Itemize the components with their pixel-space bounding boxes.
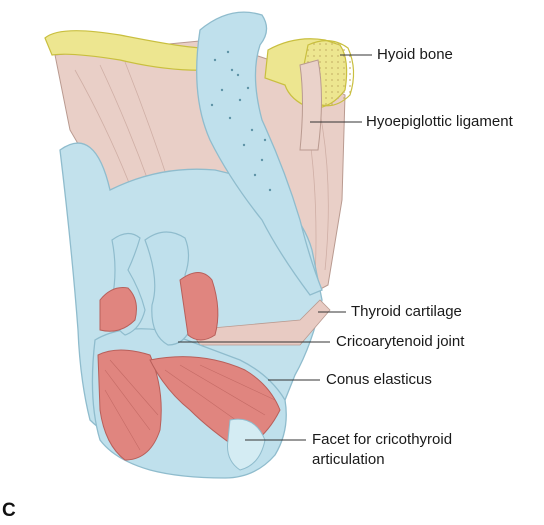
arytenoid-muscle-right <box>179 272 219 341</box>
label-conus-elasticus: Conus elasticus <box>326 371 432 388</box>
label-hyoepiglottic-ligament: Hyoepiglottic ligament <box>366 113 513 130</box>
label-hyoid-bone: Hyoid bone <box>377 46 453 63</box>
arytenoid-muscle-left <box>99 287 137 332</box>
hyoepiglottic-ligament-shape <box>299 59 322 151</box>
epiglottis-shape <box>196 11 323 296</box>
cricothyroid-facet-region <box>227 418 266 471</box>
label-facet-line2: articulation <box>312 451 385 468</box>
label-cricoarytenoid-joint: Cricoarytenoid joint <box>336 333 465 350</box>
label-facet-line1: Facet for cricothyroid <box>312 431 453 448</box>
label-thyroid-cartilage: Thyroid cartilage <box>351 303 462 320</box>
posterior-cricoarytenoid-muscle-left <box>97 349 162 461</box>
panel-letter: C <box>2 500 16 521</box>
